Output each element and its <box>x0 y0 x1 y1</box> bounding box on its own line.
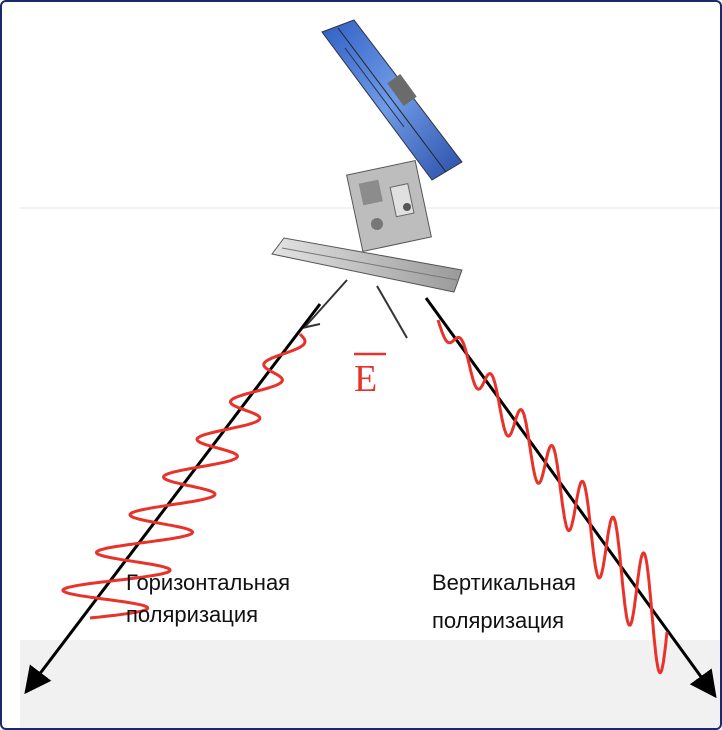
satellite-icon <box>271 19 463 339</box>
vertical-label-line1: Вертикальная <box>432 570 576 595</box>
vertical-propagation-arrow <box>424 297 717 699</box>
vertical-label-line2: поляризация <box>432 608 565 633</box>
horizontal-label-line2: поляризация <box>126 602 259 627</box>
vertical-polarization-wave <box>436 319 669 675</box>
horizontal-polarization-wave <box>61 333 307 620</box>
electric-field-symbol: E <box>354 358 378 400</box>
horizontal-propagation-arrow <box>24 303 322 695</box>
horizontal-label-line1: Горизонтальная <box>126 570 291 595</box>
ground-band <box>20 640 720 728</box>
